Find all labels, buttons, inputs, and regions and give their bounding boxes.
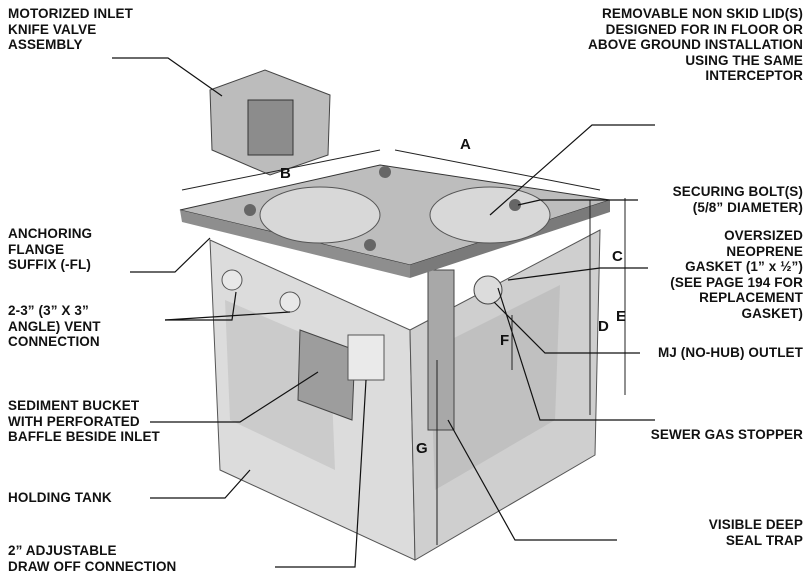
vent-connection [279, 291, 301, 313]
dimension-a: A [460, 136, 471, 153]
knife-valve-motor [247, 99, 294, 156]
dimension-e: E [616, 308, 627, 325]
bolt [379, 166, 391, 178]
vent-connection [221, 269, 243, 291]
label-draw-off: 2” ADJUSTABLE DRAW OFF CONNECTION [8, 543, 177, 574]
dimension-c: C [612, 248, 623, 265]
draw-off-connection [347, 334, 385, 381]
sediment-bucket [297, 329, 356, 421]
dimension-d: D [598, 318, 609, 335]
bolt [244, 204, 256, 216]
bolt [509, 199, 521, 211]
label-gasket: OVERSIZED NEOPRENE GASKET (1” x ½”) (SEE… [670, 228, 803, 321]
leader-lines [112, 57, 655, 568]
dimension-lines [181, 149, 626, 545]
lid-edge-left [180, 210, 410, 278]
label-sediment-bucket: SEDIMENT BUCKET WITH PERFORATED BAFFLE B… [8, 398, 160, 444]
dimension-f: F [500, 332, 510, 349]
label-sewer-gas-stopper: SEWER GAS STOPPER [650, 427, 803, 442]
label-holding-tank: HOLDING TANK [8, 490, 112, 505]
outlet-pipe [473, 275, 503, 305]
label-lid: REMOVABLE NON SKID LID(S) DESIGNED FOR I… [588, 6, 803, 83]
label-anchoring-flange: ANCHORING FLANGE SUFFIX (-FL) [8, 226, 93, 272]
label-securing-bolt: SECURING BOLT(S) (5/8” DIAMETER) [672, 184, 803, 215]
label-outlet: MJ (NO-HUB) OUTLET [657, 345, 803, 360]
bolt [364, 239, 376, 251]
seal-trap-pipe [427, 269, 455, 431]
label-seal-trap: VISIBLE DEEP SEAL TRAP [708, 517, 803, 548]
dimension-g: G [416, 440, 428, 457]
dimension-b: B [280, 165, 291, 182]
label-knife-valve: MOTORIZED INLET KNIFE VALVE ASSEMBLY [8, 6, 133, 52]
lid-opening-left [259, 186, 381, 244]
label-vent-connection: 2-3” (3” X 3” ANGLE) VENT CONNECTION [8, 303, 101, 349]
